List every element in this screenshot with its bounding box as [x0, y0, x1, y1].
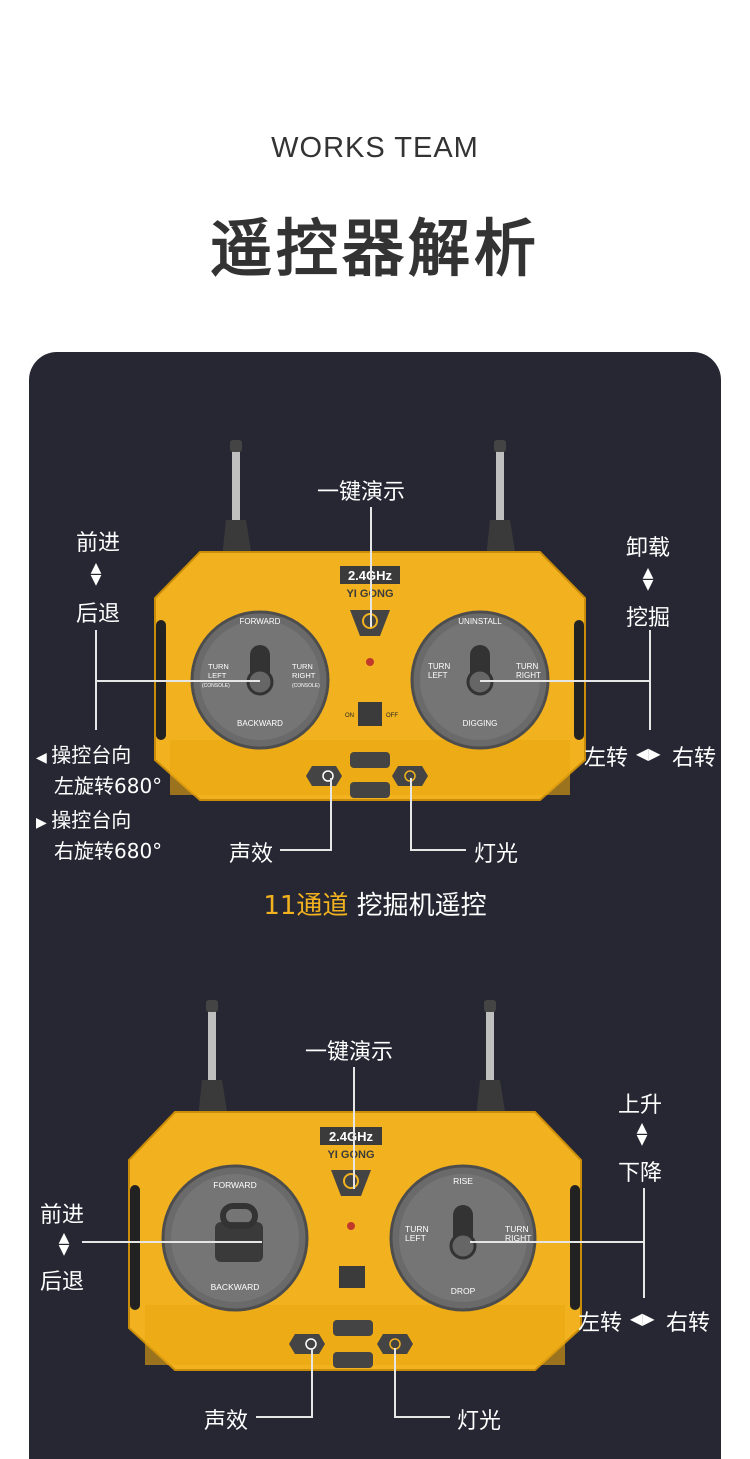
svg-text:BACKWARD: BACKWARD — [237, 719, 283, 728]
drop-label: 下降 — [618, 1161, 663, 1186]
unload-label: 卸载 — [626, 536, 671, 561]
updown-arrow-icon: ▲▼ — [58, 1230, 70, 1258]
svg-text:TURN: TURN — [428, 662, 450, 671]
updown-arrow-icon: ▲▼ — [90, 560, 102, 588]
svg-text:YI GONG: YI GONG — [327, 1149, 374, 1161]
power-switch[interactable] — [339, 1266, 365, 1288]
turn-right-label-bottom: 右转 — [666, 1311, 711, 1336]
down-button[interactable] — [350, 782, 390, 798]
svg-text:UNINSTALL: UNINSTALL — [458, 617, 502, 626]
svg-text:TURN: TURN — [292, 662, 313, 671]
light-button[interactable] — [392, 766, 428, 786]
svg-text:RIGHT: RIGHT — [505, 1233, 531, 1243]
updown-arrow-icon: ▲▼ — [636, 1120, 648, 1148]
svg-text:RIGHT: RIGHT — [292, 671, 316, 680]
power-switch[interactable] — [358, 702, 382, 726]
svg-text:LEFT: LEFT — [208, 671, 227, 680]
caret-right-icon: ▶ — [36, 815, 52, 831]
page-title: 遥控器解析 — [209, 212, 540, 285]
demo-label-top: 一键演示 — [317, 480, 406, 505]
turn-right-label: 右转 — [672, 746, 717, 771]
backward-label-bottom: 后退 — [40, 1270, 85, 1295]
dig-label: 挖掘 — [626, 606, 671, 631]
sound-button[interactable] — [306, 766, 342, 786]
console-left-text: ◀ 操控台向 左旋转680° — [36, 743, 163, 798]
controller-illustration-bottom: 2.4GHz YI GONG FORWARD BACKWARD RISE DRO… — [128, 1000, 582, 1371]
svg-text:OFF: OFF — [386, 713, 398, 719]
caret-left-icon: ◀ — [36, 750, 52, 766]
svg-text:(CONSOLE): (CONSOLE) — [292, 683, 320, 689]
leftright-arrow-icon: ◀▶ — [636, 744, 661, 763]
svg-text:TURN: TURN — [208, 662, 229, 671]
sound-icon — [322, 770, 334, 782]
light-label-top: 灯光 — [474, 842, 519, 867]
svg-text:TURN: TURN — [516, 662, 538, 671]
demo-button[interactable] — [331, 1170, 371, 1196]
gear-icon — [343, 1173, 359, 1189]
svg-text:RISE: RISE — [453, 1176, 473, 1186]
light-label-bottom: 灯光 — [457, 1409, 502, 1434]
demo-label-bottom: 一键演示 — [305, 1040, 394, 1065]
rise-label: 上升 — [618, 1093, 663, 1118]
turn-left-label-bottom: 左转 — [578, 1311, 623, 1336]
forward-label: 前进 — [76, 531, 121, 556]
antenna-right — [486, 440, 516, 558]
svg-text:TURN: TURN — [405, 1224, 429, 1234]
forward-label-bottom: 前进 — [40, 1203, 85, 1228]
updown-arrow-icon: ▲▼ — [642, 565, 654, 593]
svg-text:BACKWARD: BACKWARD — [211, 1282, 260, 1292]
brand-heading: WORKS TEAM — [271, 132, 479, 164]
up-button[interactable] — [350, 752, 390, 768]
console-right-text: ▶ 操控台向 右旋转680° — [36, 808, 163, 863]
svg-text:(CONSOLE): (CONSOLE) — [202, 683, 230, 689]
backward-label: 后退 — [76, 602, 121, 627]
svg-text:FORWARD: FORWARD — [213, 1180, 256, 1190]
sound-button[interactable] — [289, 1334, 325, 1354]
svg-text:LEFT: LEFT — [405, 1233, 426, 1243]
svg-text:2.4GHz: 2.4GHz — [329, 1129, 374, 1144]
power-led — [366, 658, 374, 666]
leftright-arrow-icon: ◀▶ — [630, 1309, 655, 1328]
turn-left-label: 左转 — [584, 746, 629, 771]
svg-text:FORWARD: FORWARD — [240, 617, 281, 626]
svg-text:TURN: TURN — [505, 1224, 529, 1234]
svg-text:ON: ON — [345, 713, 354, 719]
antenna-left — [222, 440, 252, 558]
svg-text:DIGGING: DIGGING — [463, 719, 498, 728]
svg-text:RIGHT: RIGHT — [516, 671, 541, 680]
sound-label-bottom: 声效 — [204, 1409, 249, 1434]
sound-label-top: 声效 — [229, 842, 274, 867]
svg-text:DROP: DROP — [451, 1286, 476, 1296]
section-subtitle: 11通道 挖掘机遥控 — [263, 891, 487, 921]
svg-text:LEFT: LEFT — [428, 671, 448, 680]
light-button[interactable] — [377, 1334, 413, 1354]
